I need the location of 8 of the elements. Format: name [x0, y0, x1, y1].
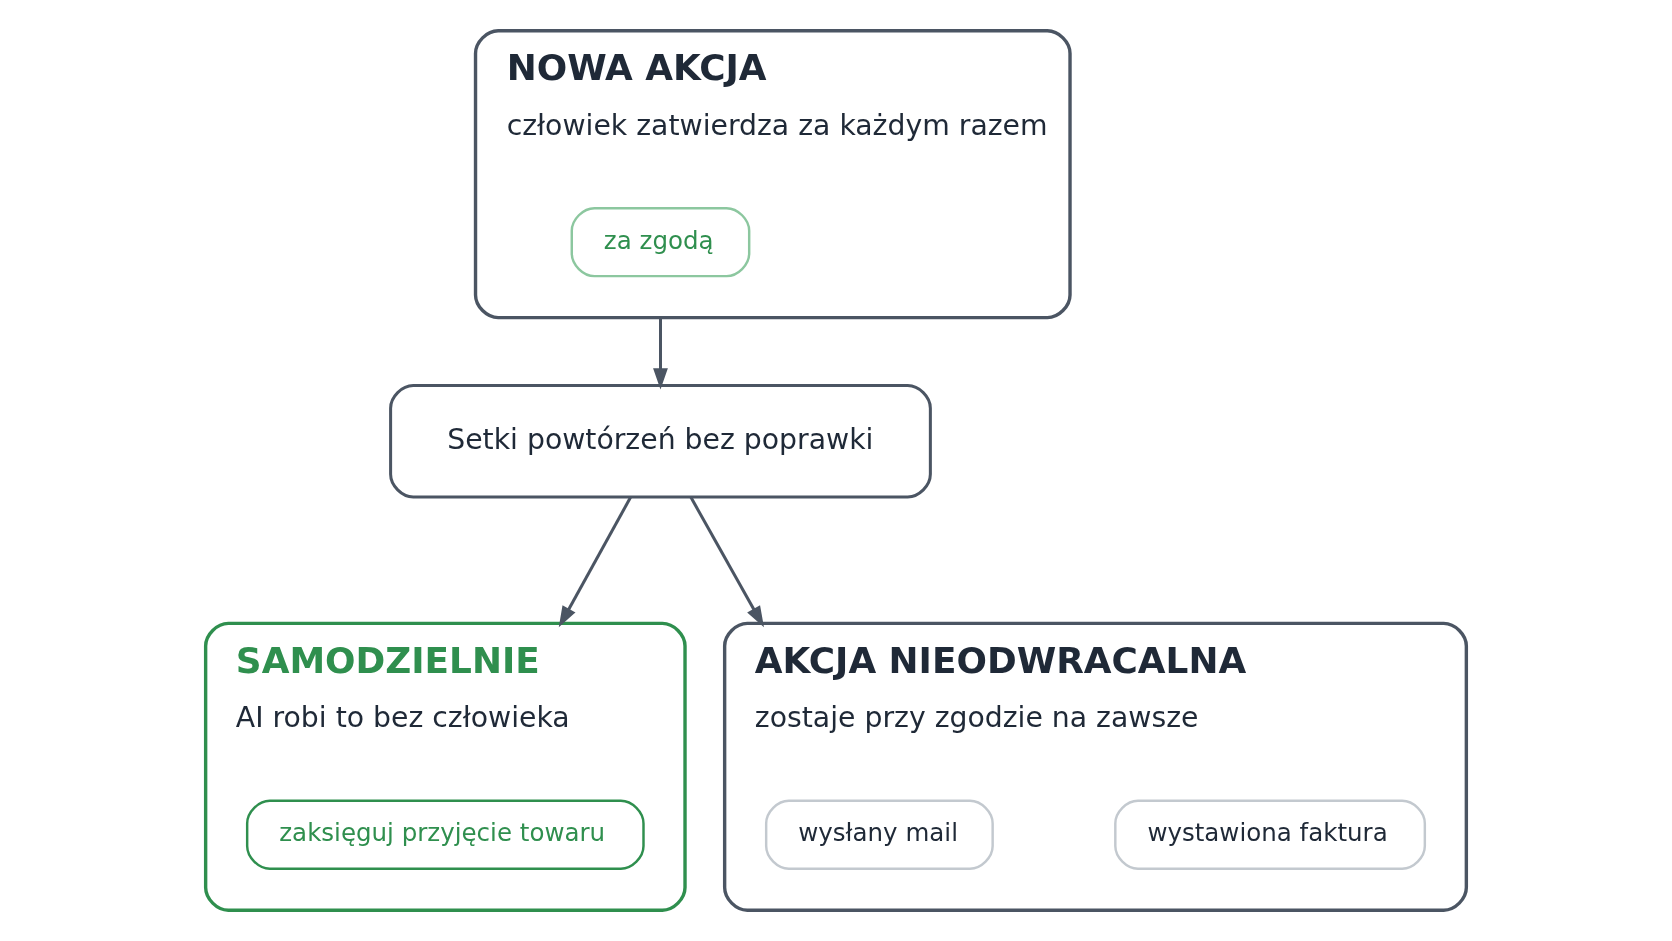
node-box: wystawiona faktura — [1114, 799, 1427, 870]
node-box: za zgodą — [570, 206, 751, 278]
node-box: wysłany mail — [764, 799, 994, 870]
arrow — [558, 496, 632, 628]
node-box: zaksięguj przyjęcie towaru — [245, 799, 645, 870]
node-box: Setki powtórzeń bez poprawki — [389, 384, 932, 499]
arrow — [653, 317, 668, 390]
arrow — [689, 496, 764, 628]
